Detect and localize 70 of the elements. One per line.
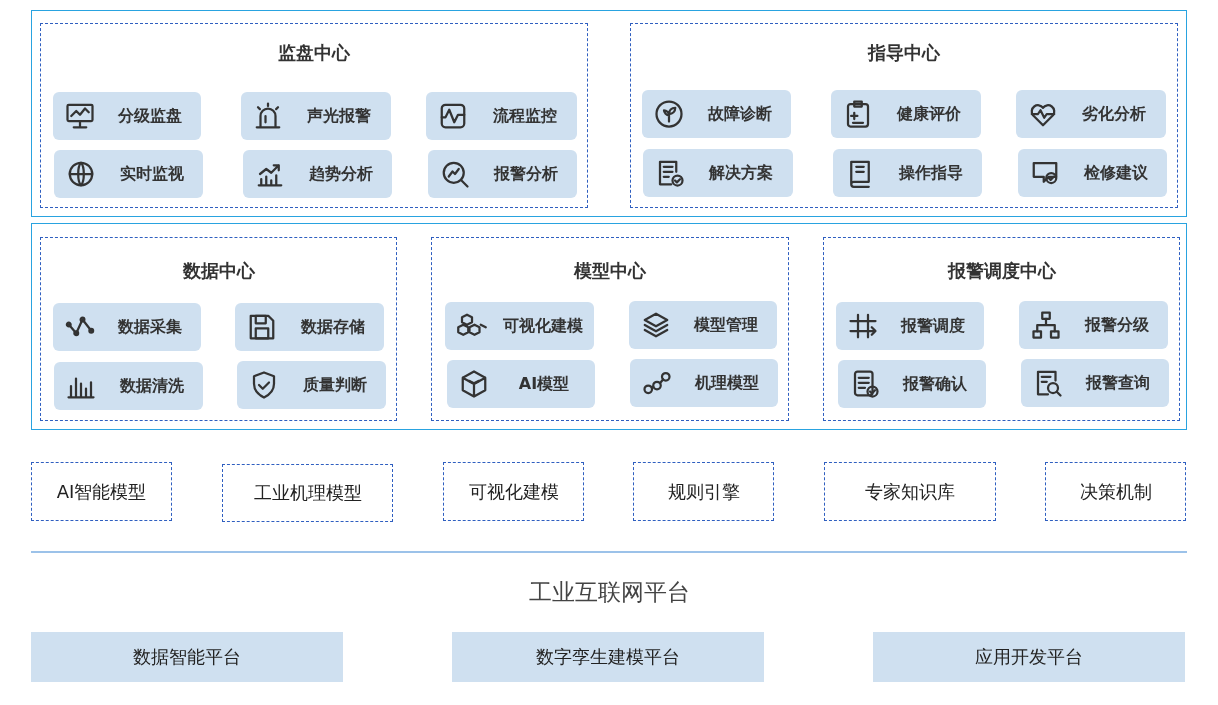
panel-title: 报警调度中心 — [946, 259, 1057, 283]
card-label: 趋势分析 — [307, 162, 374, 185]
card-label: 声光报警 — [306, 104, 372, 127]
center-panel — [431, 237, 789, 421]
panel-title: 监盘中心 — [277, 41, 351, 65]
card-label: 数据采集 — [117, 315, 183, 338]
module-box: 工业机理模型 — [222, 464, 393, 522]
module-box: 决策机制 — [1045, 462, 1186, 521]
function-card — [836, 302, 984, 350]
module-box: 专家知识库 — [824, 462, 996, 521]
card-label: 解决方案 — [707, 161, 774, 184]
card-label: 实时监视 — [118, 162, 185, 185]
function-card — [426, 92, 577, 140]
function-card — [428, 150, 577, 198]
panel-title: 指导中心 — [866, 41, 941, 65]
function-card — [642, 90, 791, 138]
function-card — [643, 149, 793, 197]
function-card — [838, 360, 986, 408]
frame-box — [31, 223, 1187, 430]
module-box: 规则引擎 — [633, 462, 774, 521]
function-card — [243, 150, 392, 198]
card-label: 机理模型 — [694, 371, 760, 394]
platform-box: 数字孪生建模平台 — [452, 632, 764, 682]
center-panel — [630, 23, 1178, 208]
function-card — [1018, 149, 1167, 197]
function-card — [831, 90, 981, 138]
panel-title: 模型中心 — [572, 259, 647, 283]
card-label: 分级监盘 — [117, 104, 183, 127]
function-card — [1016, 90, 1166, 138]
function-card — [235, 303, 384, 351]
function-card — [630, 359, 778, 407]
center-panel — [823, 237, 1180, 421]
card-label: 报警分析 — [492, 162, 559, 185]
card-label: 数据清洗 — [118, 374, 185, 397]
platform-box: 数据智能平台 — [31, 632, 343, 682]
frame-box — [31, 10, 1187, 217]
card-label: 流程监控 — [491, 104, 558, 127]
function-card — [445, 302, 594, 350]
card-label: 报警确认 — [901, 372, 968, 395]
center-panel — [40, 237, 397, 421]
card-label: 报警查询 — [1084, 371, 1151, 394]
card-label: 报警分级 — [1083, 313, 1150, 336]
card-label: 质量判断 — [301, 373, 368, 396]
function-card — [54, 150, 203, 198]
module-box: 可视化建模 — [443, 462, 584, 521]
card-label: 可视化建模 — [501, 314, 584, 337]
card-label: 劣化分析 — [1081, 102, 1147, 125]
panel-title: 数据中心 — [181, 259, 256, 283]
card-label: AI模型 — [517, 372, 571, 395]
function-card — [53, 303, 201, 351]
function-card — [629, 301, 777, 349]
function-card — [833, 149, 982, 197]
card-label: 模型管理 — [693, 313, 759, 336]
function-card — [447, 360, 595, 408]
card-label: 检修建议 — [1082, 161, 1149, 184]
center-panel — [40, 23, 588, 208]
platform-box: 应用开发平台 — [873, 632, 1185, 682]
function-card — [53, 92, 201, 140]
function-card — [1021, 359, 1169, 407]
card-label: 数据存储 — [299, 315, 366, 338]
function-card — [237, 361, 386, 409]
module-box: AI智能模型 — [31, 462, 172, 521]
card-label: 操作指导 — [897, 161, 964, 184]
card-label: 故障诊断 — [706, 102, 773, 125]
card-label: 健康评价 — [895, 102, 962, 125]
function-card — [1019, 301, 1168, 349]
platform-title: 工业互联网平台 — [527, 578, 691, 607]
function-card — [54, 362, 203, 410]
function-card — [241, 92, 391, 140]
card-label: 报警调度 — [899, 314, 966, 337]
